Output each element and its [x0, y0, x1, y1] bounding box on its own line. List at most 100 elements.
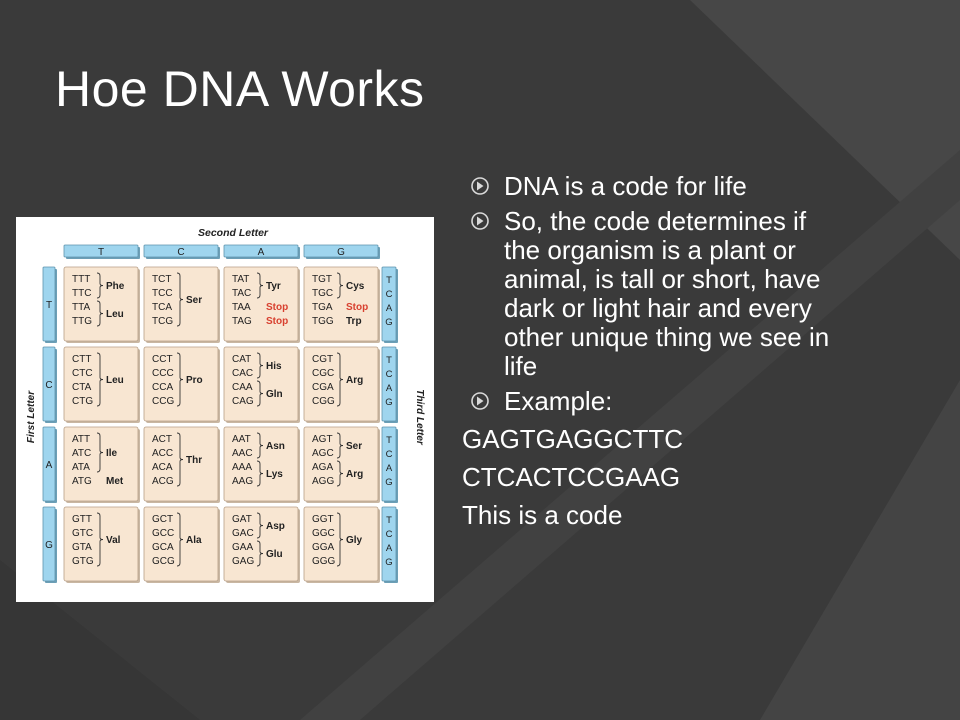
- amino-acid-label: Met: [106, 476, 124, 487]
- second-letter-header: [143, 244, 219, 258]
- codon-text: CAC: [232, 368, 253, 379]
- codon-text: GCT: [152, 514, 173, 525]
- codon-cell: [303, 266, 379, 342]
- amino-acid-label: Stop: [266, 316, 288, 327]
- brace-icon: [256, 460, 264, 487]
- brace-icon: [336, 352, 344, 407]
- codon-text: TGA: [312, 302, 333, 313]
- codon-text: GAT: [232, 514, 252, 525]
- brace-icon: [256, 272, 264, 299]
- codon-text: GTG: [72, 556, 94, 567]
- bullet-item: So, the code determines if the organism …: [466, 207, 836, 381]
- first-letter-text: C: [45, 380, 52, 391]
- codon-text: CCT: [152, 354, 173, 365]
- third-letter-text: C: [386, 369, 393, 380]
- codon-text: TGT: [312, 274, 332, 285]
- codon-text: GGA: [312, 542, 335, 553]
- codon-cell: [63, 346, 139, 422]
- amino-acid-label: Leu: [106, 375, 124, 386]
- amino-acid-label: Asp: [266, 521, 285, 532]
- codon-cell: [223, 506, 299, 582]
- second-letter-title: Second Letter: [198, 227, 269, 239]
- brace-icon: [176, 272, 184, 327]
- codon-cell: [143, 346, 219, 422]
- amino-acid-label: Ser: [346, 441, 362, 452]
- amino-acid-label: Arg: [346, 375, 363, 386]
- brace-icon: [176, 432, 184, 487]
- codon-text: GTT: [72, 514, 92, 525]
- amino-acid-label: Ala: [186, 535, 202, 546]
- first-letter-text: T: [46, 300, 52, 311]
- codon-text: CTT: [72, 354, 91, 365]
- codon-text: GTC: [72, 528, 93, 539]
- bullet-item: DNA is a code for life: [466, 172, 836, 201]
- codon-text: TCT: [152, 274, 171, 285]
- first-letter-label: First Letter: [26, 390, 37, 443]
- codon-text: TAA: [232, 302, 251, 313]
- second-letter-header: [63, 244, 139, 258]
- codon-text: CGT: [312, 354, 333, 365]
- codon-text: TAG: [232, 316, 252, 327]
- first-letter-header: [42, 346, 56, 422]
- codon-text: TAT: [232, 274, 249, 285]
- third-letter-text: T: [386, 355, 392, 366]
- codon-text: ACA: [152, 462, 173, 473]
- codon-cell: [143, 506, 219, 582]
- codon-cell: [303, 506, 379, 582]
- brace-icon: [96, 432, 104, 473]
- dna-complement-line: CTCACTCCGAAG: [462, 462, 681, 492]
- second-letter-header: [223, 244, 299, 258]
- third-letter-label: Third Letter: [414, 389, 425, 446]
- codon-text: ATT: [72, 434, 90, 445]
- codon-text: TGC: [312, 288, 333, 299]
- third-letter-text: A: [386, 543, 393, 554]
- codon-text: TGG: [312, 316, 334, 327]
- brace-icon: [96, 300, 104, 327]
- codon-text: ATC: [72, 448, 91, 459]
- codon-text: GAG: [232, 556, 254, 567]
- amino-acid-label: Asn: [266, 441, 285, 452]
- closing-line: This is a code: [462, 500, 623, 530]
- codon-text: TAC: [232, 288, 251, 299]
- amino-acid-label: Lys: [266, 469, 283, 480]
- bullet-text: So, the code determines if the organism …: [504, 206, 830, 381]
- codon-text: ACT: [152, 434, 172, 445]
- brace-icon: [96, 512, 104, 567]
- codon-text: CGC: [312, 368, 334, 379]
- codon-text: AGT: [312, 434, 333, 445]
- codon-text: CAT: [232, 354, 251, 365]
- codon-text: GAA: [232, 542, 253, 553]
- brace-icon: [336, 272, 344, 299]
- brace-icon: [256, 352, 264, 379]
- amino-acid-label: Ile: [106, 448, 118, 459]
- brace-icon: [256, 432, 264, 459]
- codon-text: GTA: [72, 542, 92, 553]
- amino-acid-label: Val: [106, 535, 121, 546]
- codon-cell: [63, 426, 139, 502]
- bullet-text: DNA is a code for life: [504, 171, 747, 201]
- codon-text: TTC: [72, 288, 91, 299]
- third-letter-text: A: [386, 303, 393, 314]
- slide-title: Hoe DNA Works: [55, 61, 425, 117]
- codon-text: ATA: [72, 462, 90, 473]
- amino-acid-label: Stop: [346, 302, 368, 313]
- bullet-list: DNA is a code for life So, the code dete…: [462, 172, 836, 530]
- codon-cell: [223, 346, 299, 422]
- codon-text: TTG: [72, 316, 92, 327]
- second-letter-label: A: [258, 247, 265, 258]
- second-letter-label: G: [337, 247, 345, 258]
- third-letter-text: C: [386, 529, 393, 540]
- codon-text: CTA: [72, 382, 92, 393]
- brace-icon: [256, 540, 264, 567]
- codon-text: TCG: [152, 316, 173, 327]
- third-letter-text: G: [385, 397, 392, 408]
- codon-text: ATG: [72, 476, 92, 487]
- brace-icon: [96, 352, 104, 407]
- codon-text: TTT: [72, 274, 90, 285]
- codon-cell: [63, 266, 139, 342]
- circled-arrow-bullet-icon: [471, 212, 489, 230]
- circled-arrow-bullet-icon: [471, 177, 489, 195]
- codon-text: AGG: [312, 476, 334, 487]
- brace-icon: [256, 512, 264, 539]
- circled-arrow-bullet-icon: [471, 392, 489, 410]
